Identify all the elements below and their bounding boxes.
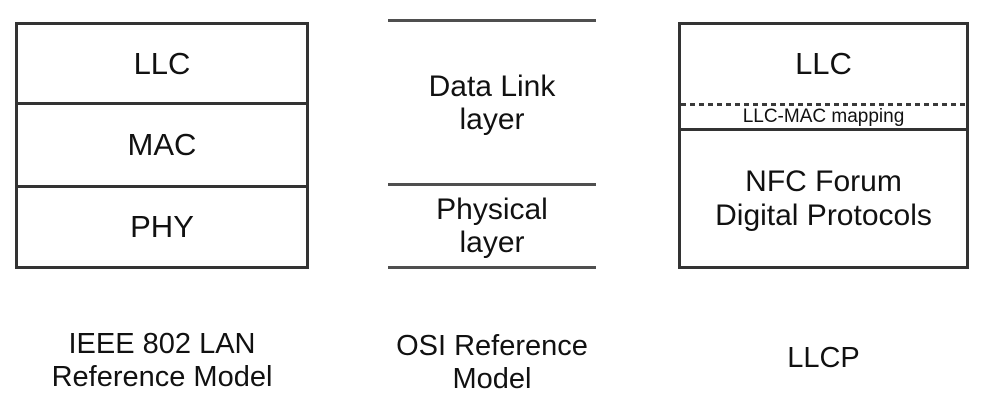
- osi-caption-line2: Model: [452, 363, 532, 395]
- osi-bottom-line: [388, 266, 596, 269]
- ieee-layer-phy: PHY: [18, 188, 306, 266]
- osi-data-link-layer: Data Link layer: [388, 22, 596, 183]
- llcp-stack-caption: LLCP: [678, 342, 969, 375]
- llcp-nfc-label-line2: Digital Protocols: [715, 198, 932, 232]
- osi-stack-caption: OSI Reference Model: [388, 330, 596, 396]
- llcp-dashed-divider: [681, 103, 966, 106]
- ieee-layer-phy-label: PHY: [130, 209, 194, 244]
- llcp-layer-mapping: LLC-MAC mapping: [681, 106, 966, 128]
- ieee-layer-mac: MAC: [18, 105, 306, 188]
- llcp-mapping-label: LLC-MAC mapping: [742, 106, 905, 127]
- osi-physical-layer: Physical layer: [388, 186, 596, 266]
- osi-physical-label-line1: Physical: [436, 193, 548, 226]
- ieee-stack-caption: IEEE 802 LAN Reference Model: [15, 328, 309, 394]
- llcp-nfc-label-line1: NFC Forum: [745, 164, 902, 198]
- llcp-stack-box: LLC LLC-MAC mapping NFC Forum Digital Pr…: [678, 22, 969, 269]
- osi-caption-line1: OSI Reference: [396, 330, 588, 362]
- ieee-802-stack-box: LLC MAC PHY: [15, 22, 309, 269]
- llcp-llc-label: LLC: [795, 46, 852, 81]
- ieee-caption-line2: Reference Model: [51, 361, 273, 393]
- llcp-layer-nfc-digital-protocols: NFC Forum Digital Protocols: [681, 131, 966, 266]
- osi-physical-label-line2: layer: [459, 226, 525, 259]
- ieee-layer-mac-label: MAC: [127, 127, 197, 162]
- llcp-layer-llc: LLC: [681, 25, 966, 103]
- osi-stack: Data Link layer Physical layer: [388, 19, 596, 269]
- osi-middle-line: [388, 183, 596, 186]
- osi-data-link-label-line1: Data Link: [428, 69, 556, 103]
- ieee-layer-llc-label: LLC: [133, 45, 191, 81]
- osi-data-link-label-line2: layer: [459, 102, 525, 136]
- osi-top-line: [388, 19, 596, 22]
- llcp-solid-divider: [681, 128, 966, 131]
- ieee-caption-line1: IEEE 802 LAN: [68, 328, 256, 360]
- ieee-layer-llc: LLC: [18, 25, 306, 105]
- llcp-caption-line1: LLCP: [787, 342, 860, 374]
